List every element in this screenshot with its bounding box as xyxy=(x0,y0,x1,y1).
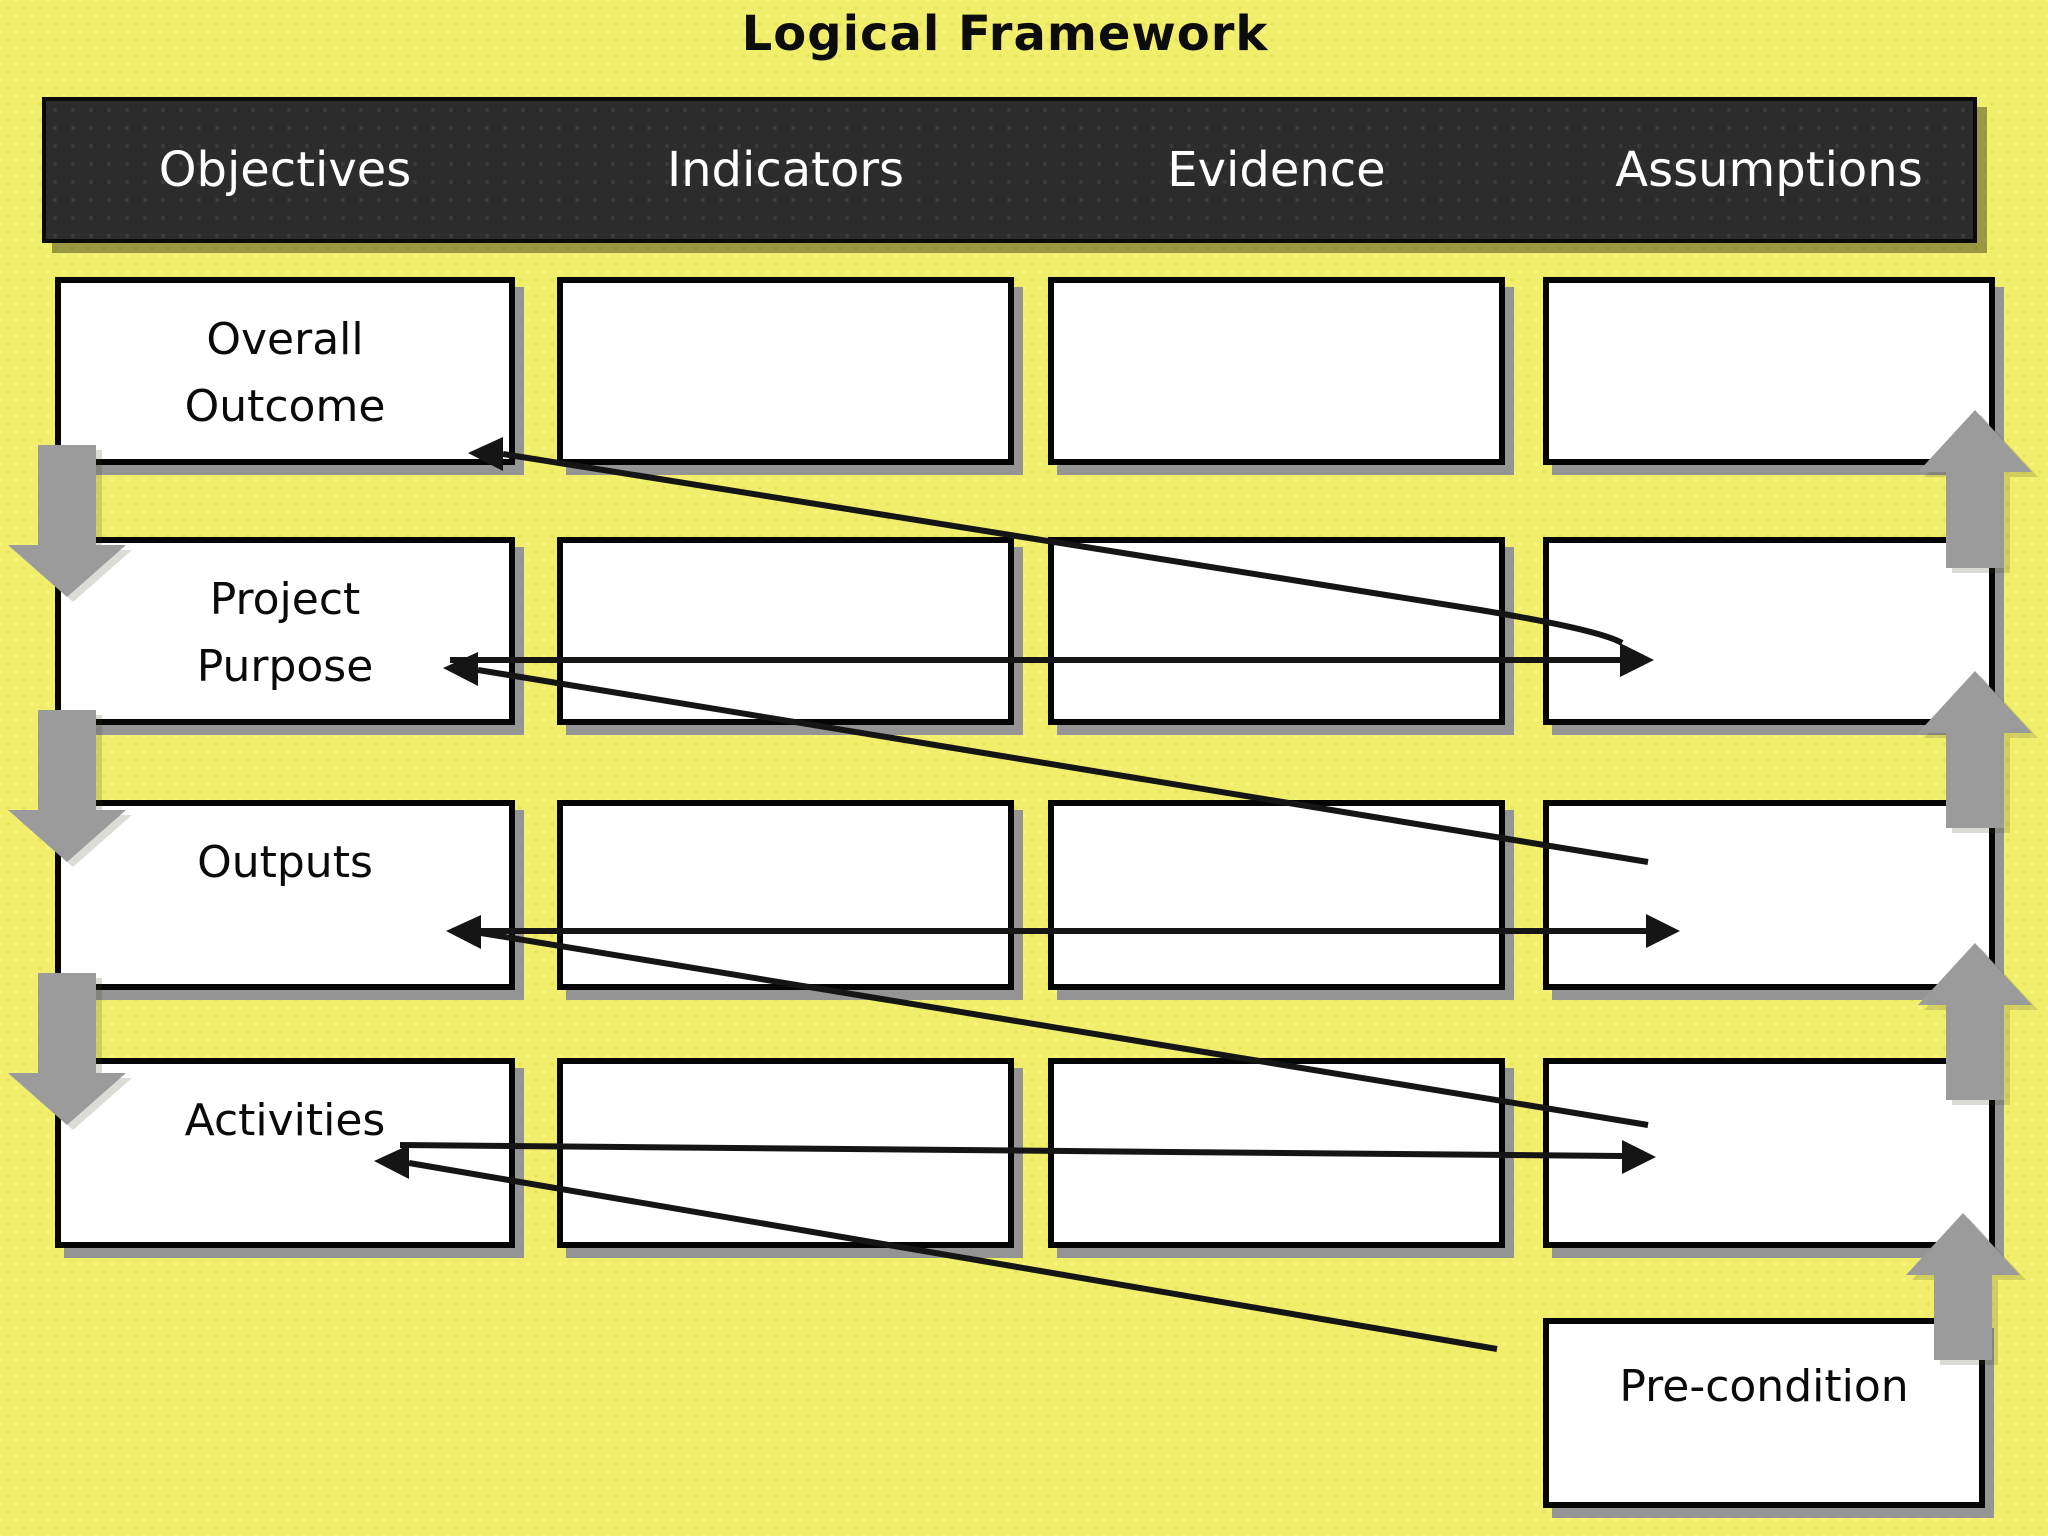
down-arrow-icon xyxy=(8,973,126,1125)
diagonal-arrow-precondition-to-activities xyxy=(374,1145,1498,1352)
up-arrow-icon xyxy=(1918,943,2032,1100)
page-title: Logical Framework xyxy=(741,6,1269,62)
up-arrow-icon xyxy=(1918,410,2032,568)
cell-r4-indicators xyxy=(557,1058,1014,1248)
down-arrow-icon xyxy=(8,710,126,862)
diagonal-arrow-assumptions-to-project-purpose xyxy=(443,652,1649,865)
cell-r2-assumptions xyxy=(1543,537,1995,725)
up-arrow-icon xyxy=(1906,1213,2020,1360)
down-arrow-icon xyxy=(8,445,126,597)
box-overall-outcome: Overall Outcome xyxy=(55,277,515,465)
box-label: Outputs xyxy=(197,837,373,888)
header-label-indicators: Indicators xyxy=(666,142,905,198)
up-arrow-icon xyxy=(1918,671,2032,828)
horizontal-arrow-purpose-to-assumptions xyxy=(450,643,1654,677)
header-label-evidence: Evidence xyxy=(1167,142,1386,198)
box-activities: Activities xyxy=(55,1058,515,1248)
box-outputs: Outputs xyxy=(55,800,515,990)
cell-r2-evidence xyxy=(1048,537,1505,725)
cell-r3-assumptions xyxy=(1543,800,1995,990)
horizontal-arrow-outputs-to-assumptions xyxy=(452,914,1680,948)
header-label-objectives: Objectives xyxy=(158,142,412,198)
box-precondition: Pre-condition xyxy=(1543,1318,1985,1508)
box-label: Activities xyxy=(184,1095,386,1146)
cell-r1-assumptions xyxy=(1543,277,1995,465)
header-bar xyxy=(42,97,1977,243)
box-project-purpose: Project Purpose xyxy=(55,537,515,725)
horizontal-arrow-activities-to-assumptions xyxy=(399,1140,1656,1174)
cell-r1-evidence xyxy=(1048,277,1505,465)
header-label-assumptions: Assumptions xyxy=(1615,142,1923,198)
box-label: Overall Outcome xyxy=(184,314,386,432)
diagonal-arrow-assumptions-to-overall-outcome xyxy=(468,437,1624,646)
box-label: Pre-condition xyxy=(1619,1361,1909,1412)
box-label: Project Purpose xyxy=(196,574,374,692)
cell-r1-indicators xyxy=(557,277,1014,465)
diagonal-arrow-assumptions-to-outputs xyxy=(446,915,1649,1128)
cell-r3-evidence xyxy=(1048,800,1505,990)
